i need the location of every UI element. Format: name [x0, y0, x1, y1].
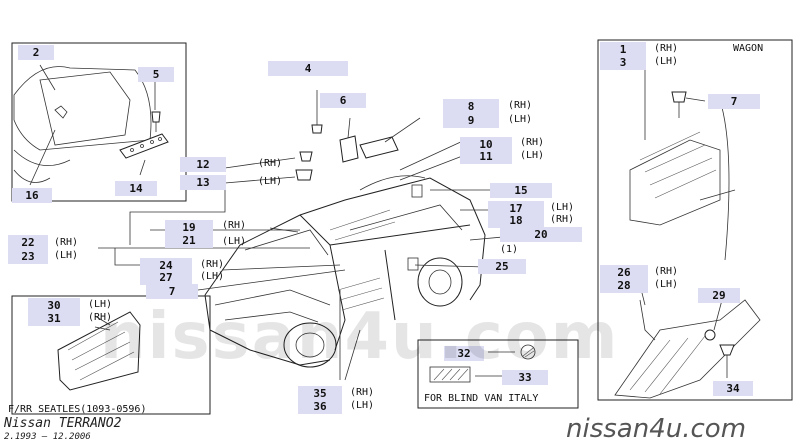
footer-site: nissan4u.com: [566, 414, 747, 444]
callout-30[interactable]: 30: [28, 298, 80, 313]
callout-19[interactable]: 19: [165, 220, 213, 235]
callout-10[interactable]: 10: [460, 137, 512, 152]
tailgate-inset: [11, 42, 187, 202]
side-label: (RH): [88, 312, 113, 323]
callout-23[interactable]: 23: [8, 249, 48, 264]
callout-29[interactable]: 29: [698, 288, 740, 303]
callout-28[interactable]: 28: [600, 278, 648, 293]
footer-model: Nissan TERRANO2: [4, 416, 122, 431]
callout-2[interactable]: 2: [18, 45, 54, 60]
callout-25[interactable]: 25: [478, 259, 526, 274]
upper-clips: [295, 90, 421, 181]
callout-4[interactable]: 4: [268, 61, 348, 76]
footer-years: 2.1993 — 12.2006: [4, 432, 91, 442]
callout-1[interactable]: 1: [600, 42, 646, 57]
side-label: (LH): [54, 250, 79, 261]
side-label: (RH): [54, 237, 79, 248]
side-label: (LH): [200, 271, 225, 282]
side-label: (LH): [654, 279, 679, 290]
group-number: (1): [500, 244, 519, 255]
callout-14[interactable]: 14: [115, 181, 157, 196]
side-label: (RH): [654, 266, 679, 277]
side-label: (LH): [550, 202, 575, 213]
callout-36[interactable]: 36: [298, 399, 342, 414]
callout-26[interactable]: 26: [600, 265, 648, 280]
wagon-label: WAGON: [733, 43, 764, 54]
callout-9[interactable]: 9: [443, 113, 499, 128]
side-label: (LH): [508, 114, 533, 125]
callout-22[interactable]: 22: [8, 235, 48, 250]
callout-21[interactable]: 21: [165, 233, 213, 248]
side-label: (RH): [200, 259, 225, 270]
side-label: (RH): [258, 158, 283, 169]
callout-13[interactable]: 13: [180, 175, 226, 190]
callout-27[interactable]: 27: [140, 270, 192, 285]
seatles-inset: [11, 295, 211, 415]
callout-32[interactable]: 32: [444, 346, 484, 361]
side-label: (LH): [88, 299, 113, 310]
seatles-caption: F/RR SEATLES(1093-0596): [8, 404, 147, 415]
callout-12[interactable]: 12: [180, 157, 226, 172]
callout-16[interactable]: 16: [12, 188, 52, 203]
side-label: (LH): [222, 236, 247, 247]
side-label: (LH): [350, 400, 375, 411]
blind-van-caption: FOR BLIND VAN ITALY: [424, 393, 539, 404]
callout-7[interactable]: 7: [708, 94, 760, 109]
callout-6[interactable]: 6: [320, 93, 366, 108]
side-label: (RH): [222, 220, 247, 231]
callout-20[interactable]: 20: [500, 227, 582, 242]
side-label: (RH): [654, 43, 679, 54]
callout-18[interactable]: 18: [488, 213, 544, 228]
callout-17[interactable]: 17: [488, 201, 544, 216]
callout-7[interactable]: 7: [146, 284, 198, 299]
callout-34[interactable]: 34: [713, 381, 753, 396]
wagon-inset: [597, 39, 793, 401]
callout-31[interactable]: 31: [28, 311, 80, 326]
callout-11[interactable]: 11: [460, 149, 512, 164]
callout-3[interactable]: 3: [600, 55, 646, 70]
callout-8[interactable]: 8: [443, 99, 499, 114]
callout-33[interactable]: 33: [502, 370, 548, 385]
side-label: (RH): [550, 214, 575, 225]
side-label: (LH): [520, 150, 545, 161]
side-label: (RH): [508, 100, 533, 111]
callout-24[interactable]: 24: [140, 258, 192, 273]
callout-35[interactable]: 35: [298, 386, 342, 401]
blind-van-box: [417, 339, 579, 409]
side-label: (RH): [520, 137, 545, 148]
leader-lines: [98, 139, 526, 381]
side-label: (LH): [654, 56, 679, 67]
watermark: nissan4u.com: [100, 300, 620, 374]
side-label: (RH): [350, 387, 375, 398]
side-label: (LH): [258, 176, 283, 187]
callout-5[interactable]: 5: [138, 67, 174, 82]
callout-15[interactable]: 15: [490, 183, 552, 198]
